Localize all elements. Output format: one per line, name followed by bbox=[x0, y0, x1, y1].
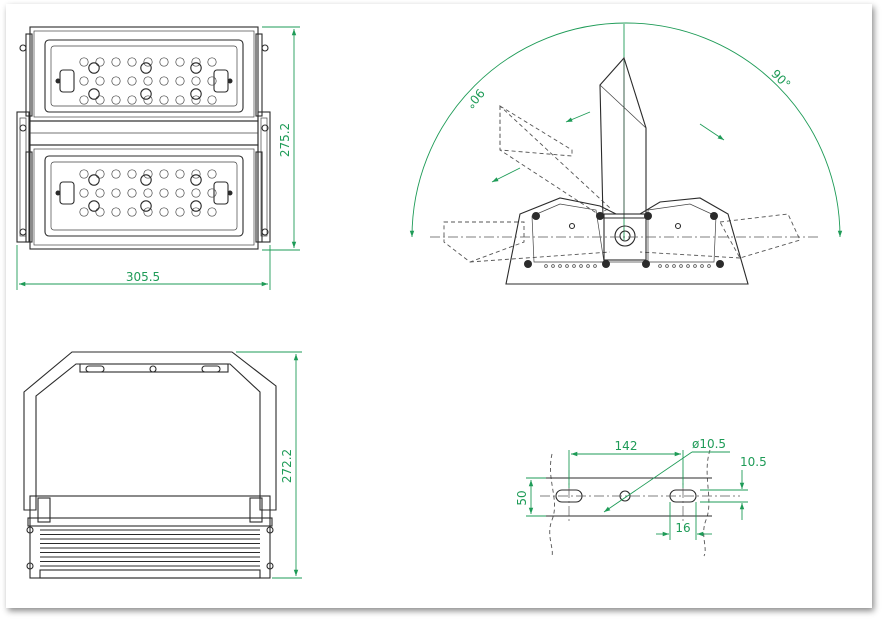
bracket-dimensions: 142 ø10.5 10.5 50 16 bbox=[515, 437, 767, 540]
side-view bbox=[23, 351, 277, 579]
angle-right-label: 90° bbox=[768, 67, 793, 92]
side-height-dimension: 272.2 bbox=[236, 351, 302, 579]
upper-led-module bbox=[25, 26, 263, 122]
lower-led-module bbox=[25, 144, 263, 250]
bracket-spacing-label: 142 bbox=[615, 439, 638, 453]
side-height-label: 272.2 bbox=[280, 449, 294, 483]
rotation-view: 90° 90° bbox=[409, 22, 843, 285]
slot-length-label: 16 bbox=[675, 521, 690, 535]
heatsink bbox=[26, 495, 274, 579]
front-height-dimension: 275.2 bbox=[262, 26, 300, 251]
angle-left-label: 90° bbox=[463, 86, 487, 111]
slot-width-label: 10.5 bbox=[740, 455, 767, 469]
bracket-detail bbox=[540, 449, 740, 557]
bracket-height-label: 50 bbox=[515, 490, 529, 505]
front-view bbox=[16, 26, 271, 250]
yoke-bracket bbox=[505, 197, 749, 285]
front-width-dimension: 305.5 bbox=[16, 245, 271, 290]
hole-diameter-label: ø10.5 bbox=[692, 437, 726, 451]
front-height-label: 275.2 bbox=[278, 123, 292, 157]
drawing-sheet bbox=[6, 4, 872, 608]
front-width-label: 305.5 bbox=[126, 270, 160, 284]
